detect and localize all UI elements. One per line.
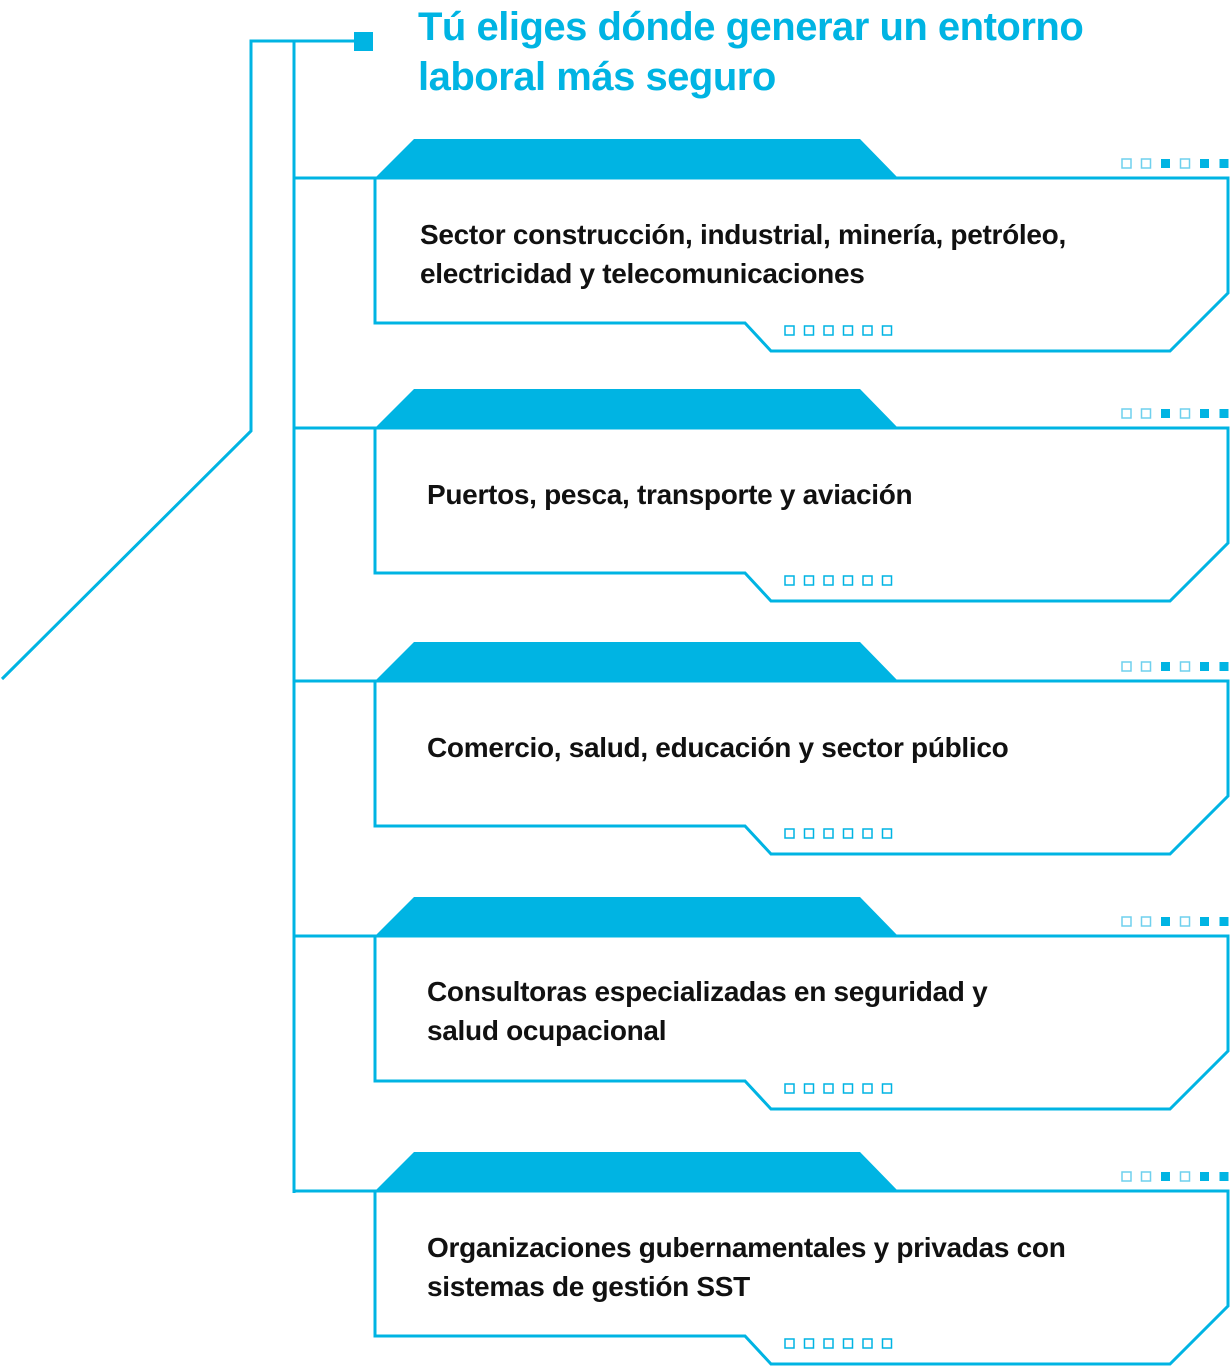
card-bottom-square [862,1083,873,1094]
card-bottom-square [881,828,893,839]
card-label-line: Sector construcción, industrial, minería… [420,219,1066,250]
card-label-line: Organizaciones gubernamentales y privada… [427,1232,1066,1263]
card-indicator-square [1200,409,1209,418]
card-outline [373,426,1230,603]
card-label: Consultoras especializadas en seguridad … [427,972,988,1050]
card-indicator-square [1179,916,1191,927]
card-indicator-square [1121,158,1132,169]
card-bottom-square [842,575,854,586]
card-bottom-square [803,1338,815,1349]
card-indicator-square [1140,158,1152,169]
card-outline [373,176,1230,353]
card-indicator-square [1200,159,1209,168]
card-bottom-square [784,575,795,586]
card-indicator-square [1161,917,1170,926]
card-bottom-square [862,1338,873,1349]
card-bottom-square [803,575,815,586]
card-indicator-square [1219,409,1229,418]
card-indicator-square [1219,917,1229,926]
card-label-line: salud ocupacional [427,1015,667,1046]
card-label: Puertos, pesca, transporte y aviación [427,475,913,514]
card-bottom-square [881,575,893,586]
card-outline [373,679,1230,856]
card-bottom-square [823,1338,834,1349]
card-bottom-square [862,325,873,336]
card-outline [373,934,1230,1111]
card-indicator-square [1179,661,1191,672]
card-tab [375,139,898,178]
card-bottom-square [784,325,795,336]
card-bottom-square [842,1338,854,1349]
card-indicator-square [1161,409,1170,418]
card-indicator-square [1200,917,1209,926]
card-bottom-square [784,828,795,839]
card-bottom-square [803,325,815,336]
card-indicator-square [1200,1172,1209,1181]
card-indicator-square [1121,661,1132,672]
card-label: Sector construcción, industrial, minería… [420,215,1066,293]
card-bottom-square [823,1083,834,1094]
card-indicator-square [1219,1172,1229,1181]
card-indicator-square [1179,158,1191,169]
card-bottom-square [881,325,893,336]
card-indicator-square [1161,1172,1170,1181]
card-indicator-square [1179,408,1191,419]
card-bottom-square [842,1083,854,1094]
card-label-line: sistemas de gestión SST [427,1271,750,1302]
card-indicator-square [1161,159,1170,168]
card-tab [375,897,898,936]
card-label-line: Puertos, pesca, transporte y aviación [427,479,913,510]
title-marker-square [354,32,373,51]
card-indicator-square [1140,661,1152,672]
card-bottom-square [784,1083,795,1094]
card-bottom-square [862,575,873,586]
card-indicator-square [1219,662,1229,671]
card-indicator-square [1121,916,1132,927]
card-label-line: Consultoras especializadas en seguridad … [427,976,988,1007]
card-label: Comercio, salud, educación y sector públ… [427,728,1009,767]
card-indicator-square [1140,1171,1152,1182]
card-tab [375,642,898,681]
card-indicator-square [1200,662,1209,671]
card-indicator-square [1121,408,1132,419]
card-bottom-square [784,1338,795,1349]
outer-connector-line [0,39,355,681]
card-bottom-square [881,1083,893,1094]
card-label-line: electricidad y telecomunicaciones [420,258,865,289]
card-label-line: Comercio, salud, educación y sector públ… [427,732,1009,763]
card-tab [375,389,898,428]
card-tab [375,1152,898,1191]
card-bottom-square [881,1338,893,1349]
title-line-2: laboral más seguro [418,55,776,99]
card-label: Organizaciones gubernamentales y privada… [427,1228,1066,1306]
card-indicator-square [1140,916,1152,927]
card-indicator-square [1179,1171,1191,1182]
card-bottom-square [803,828,815,839]
card-bottom-square [842,325,854,336]
card-indicator-square [1140,408,1152,419]
card-bottom-square [803,1083,815,1094]
page-title: Tú eliges dónde generar un entorno labor… [418,2,1084,102]
card-bottom-square [823,575,834,586]
card-indicator-square [1161,662,1170,671]
card-bottom-square [842,828,854,839]
card-bottom-square [823,828,834,839]
card-outline [373,1189,1230,1366]
title-line-1: Tú eliges dónde generar un entorno [418,5,1084,49]
card-bottom-square [823,325,834,336]
card-bottom-square [862,828,873,839]
card-indicator-square [1121,1171,1132,1182]
card-indicator-square [1219,159,1229,168]
